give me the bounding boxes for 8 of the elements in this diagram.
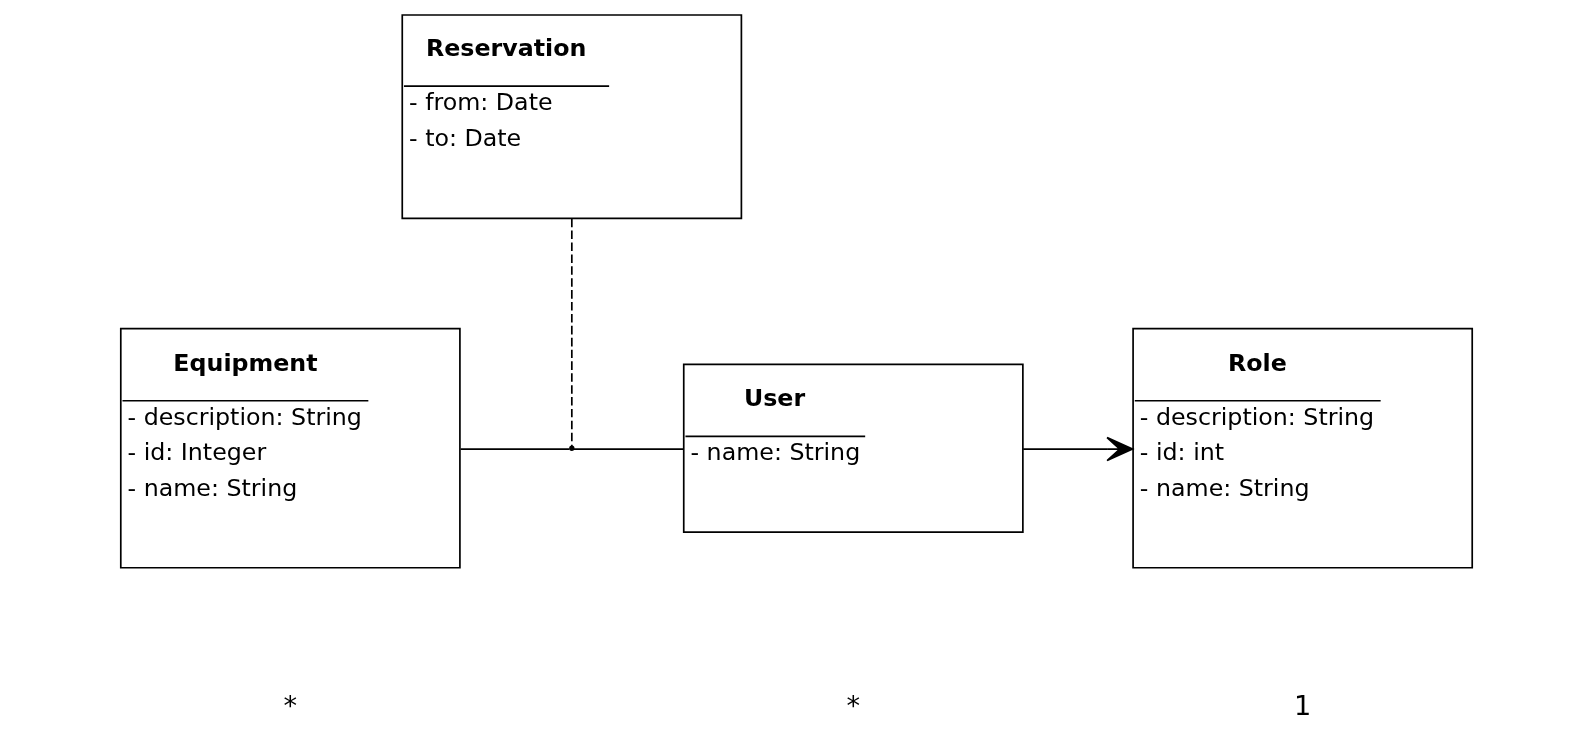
arrow xyxy=(1022,436,1134,462)
node-point xyxy=(569,445,575,451)
connector xyxy=(459,448,571,450)
connector xyxy=(571,218,573,448)
label: * xyxy=(283,689,298,721)
connector xyxy=(572,448,685,450)
label: * xyxy=(846,689,861,721)
label: 1 xyxy=(1294,689,1312,721)
